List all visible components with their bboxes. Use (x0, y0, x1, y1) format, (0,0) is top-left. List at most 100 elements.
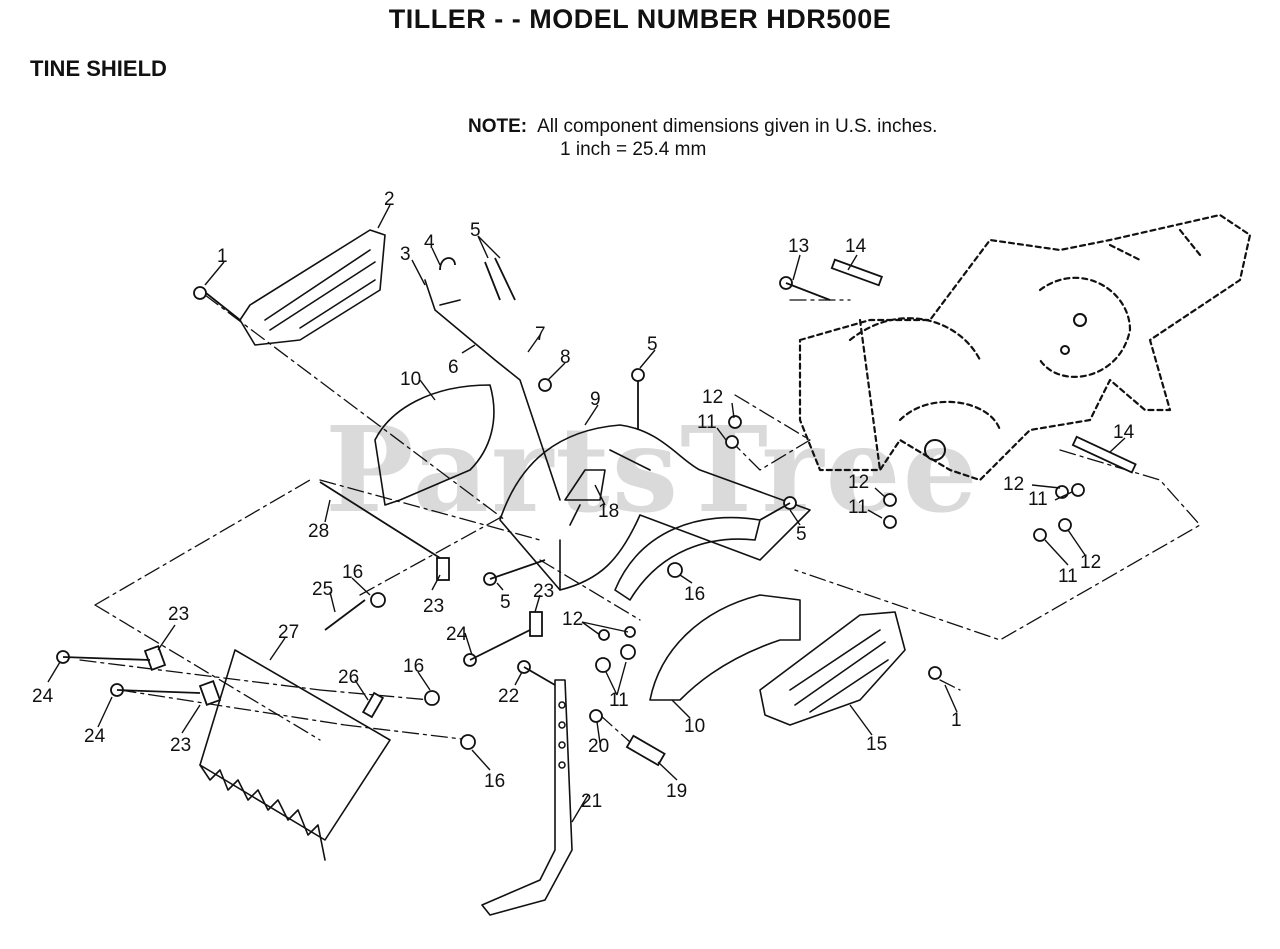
callout-left-side-shield: 2 (384, 189, 395, 210)
fender-rib (614, 516, 761, 601)
callout-tine-shield-hood: 9 (590, 389, 601, 410)
bolt-shank (785, 282, 831, 301)
right-bracket (1071, 435, 1137, 474)
clip (439, 257, 456, 271)
washer (1071, 483, 1085, 497)
note-line-1: All component dimensions given in U.S. i… (537, 116, 938, 137)
washer (598, 629, 610, 641)
callout-spring: 6 (448, 357, 459, 378)
callout-latch: 18 (598, 501, 619, 522)
callout-nut-flap-bottom: 16 (484, 771, 505, 792)
frame-hole (1073, 313, 1087, 327)
tiller-frame-outline (798, 213, 1252, 482)
callout-washer-right-b: 12 (1080, 552, 1101, 573)
callout-spacer-right-a: 11 (1028, 489, 1048, 510)
bolt-shank (205, 292, 241, 321)
callout-drag-bar-bolt: 22 (498, 686, 519, 707)
hex-nut (460, 734, 476, 750)
assembly-guides (79, 294, 1201, 761)
flap-pin (361, 691, 385, 719)
watermark: PartsTree (325, 400, 980, 539)
bolt-shank (759, 502, 791, 521)
pin (625, 734, 666, 767)
dimension-note: NOTE:All component dimensions given in U… (468, 115, 937, 161)
frame-hole (1060, 345, 1070, 355)
hinge-bracket (198, 680, 222, 706)
hinge-bracket (143, 645, 167, 671)
left-side-shield (239, 229, 386, 346)
right-inner-flap (649, 594, 801, 701)
depth-rod (424, 279, 561, 501)
knob (538, 378, 552, 392)
callout-spacer-frame: 11 (848, 497, 868, 518)
left-inner-flap (374, 384, 495, 506)
section-title: TINE SHIELD (30, 56, 167, 81)
callout-hinge-bracket-bottom-left: 23 (170, 735, 191, 756)
callout-frame-bolt: 13 (788, 236, 809, 257)
callout-right-bracket: 14 (1113, 422, 1135, 443)
callout-bolt-right: 5 (796, 524, 807, 545)
latch (564, 469, 606, 501)
callout-bolt-top: 5 (470, 220, 481, 241)
callout-rear-flap: 27 (278, 622, 299, 643)
callout-nut-right: 16 (684, 584, 705, 605)
callout-bolt-center-lower: 24 (446, 624, 468, 645)
page-title: TILLER - - MODEL NUMBER HDR500E (388, 4, 892, 34)
callout-spacer-lower: 11 (609, 690, 629, 711)
bolt-shank (523, 666, 556, 686)
bolt-shank (469, 629, 531, 661)
callout-bolt-far-left-b: 24 (84, 726, 106, 747)
spacer (1033, 528, 1047, 542)
callout-top-bracket: 14 (845, 236, 867, 257)
callout-right-side-shield: 15 (866, 734, 887, 755)
hinge-rod (319, 481, 441, 559)
callout-hinge-rod: 28 (308, 521, 329, 542)
leader-lines (47, 204, 1126, 823)
callout-hinge-bracket-far-left: 23 (168, 604, 189, 625)
callout-left-nut: 1 (217, 246, 228, 267)
drag-bar (481, 679, 573, 916)
spacer (620, 644, 636, 660)
callout-flap-pin: 26 (338, 667, 359, 688)
callout-drag-pin: 19 (666, 781, 687, 802)
callout-pin: 25 (312, 579, 333, 600)
hex-nut (424, 690, 440, 706)
note-line-2: 1 inch = 25.4 mm (560, 139, 707, 160)
hex-nut (928, 666, 942, 680)
rear-flap-teeth (199, 764, 326, 861)
frame-axle (924, 439, 946, 461)
right-side-shield (759, 611, 906, 726)
callout-drag-bar: 21 (581, 791, 602, 812)
tine-shield-hood (499, 424, 811, 591)
washer (589, 709, 603, 723)
callout-nut-left: 16 (342, 562, 363, 583)
callout-washer-center: 12 (702, 387, 723, 408)
callout-washer-lower: 12 (562, 609, 583, 630)
spacer (725, 435, 739, 449)
callout-link: 7 (535, 324, 546, 345)
callout-left-inner-flap: 10 (400, 369, 421, 390)
callout-depth-rod: 3 (400, 244, 411, 265)
callout-right-inner-flap: 10 (684, 716, 705, 737)
callout-hinge-bracket-center: 23 (533, 581, 554, 602)
washer (1058, 518, 1072, 532)
hinge-bracket (436, 557, 450, 581)
top-bolt (484, 257, 516, 301)
washer (883, 493, 897, 507)
pin-shank (324, 599, 366, 631)
callout-bolt-far-left-a: 24 (32, 686, 54, 707)
callout-hinge-bracket-left: 23 (423, 596, 444, 617)
spacer (883, 515, 897, 529)
washer (728, 415, 742, 429)
callout-knob: 8 (560, 347, 571, 368)
hex-nut (667, 562, 683, 578)
callout-spacer-center: 11 (697, 412, 717, 433)
hex-nut (370, 592, 386, 608)
callout-washer-right-a: 12 (1003, 474, 1024, 495)
callout-clip: 4 (424, 232, 435, 253)
callout-right-nut: 1 (951, 710, 962, 731)
rear-flap (199, 649, 391, 841)
spacer (595, 657, 611, 673)
